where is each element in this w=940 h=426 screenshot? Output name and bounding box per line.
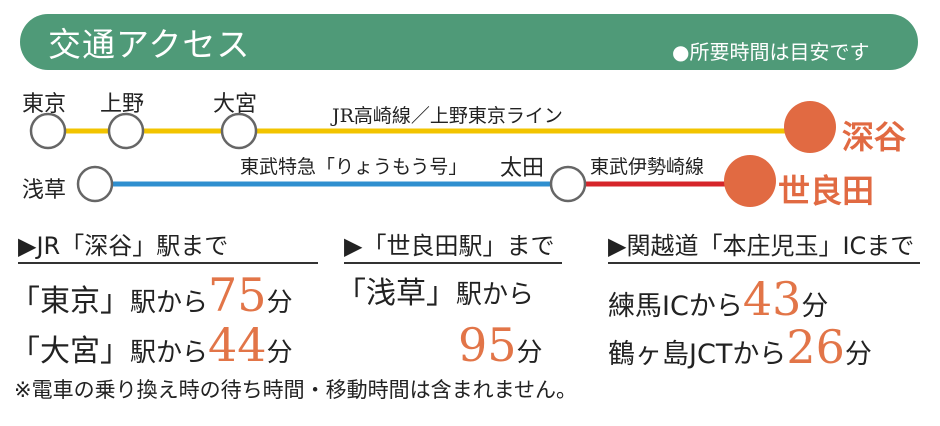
section-heading-honjo-kodama: ▶関越道「本庄児玉」ICまで bbox=[608, 232, 915, 260]
access-row-nerima: 練馬ICから43分 bbox=[608, 272, 828, 326]
station-label-ota: 太田 bbox=[500, 156, 545, 181]
line-label-tobu-express: 東武特急「りょうもう号」 bbox=[240, 156, 468, 178]
section-divider bbox=[608, 262, 920, 264]
origin-label: 「浅草」 bbox=[336, 276, 456, 311]
travel-minutes: 26 bbox=[786, 320, 845, 374]
destination-label-fukaya: 深谷 bbox=[842, 118, 907, 156]
minutes-unit: 分 bbox=[844, 339, 872, 370]
station-marker-tokyo bbox=[29, 112, 67, 150]
access-row-asakusa-time: 95分 bbox=[458, 318, 543, 372]
access-row-tokyo: 「東京」駅から75分 bbox=[10, 268, 293, 322]
origin-label: 「大宮」 bbox=[10, 334, 130, 369]
line-label-tobu-isesaki: 東武伊勢崎線 bbox=[590, 156, 705, 178]
section-divider bbox=[344, 262, 562, 264]
footnote: ※電車の乗り換え時の待ち時間・移動時間は含まれません。 bbox=[14, 378, 577, 402]
station-label-tokyo: 東京 bbox=[22, 92, 67, 117]
origin-label: 練馬IC bbox=[608, 291, 689, 322]
station-label-asakusa: 浅草 bbox=[22, 178, 67, 203]
from-label: 駅から bbox=[456, 280, 535, 310]
station-label-omiya: 大宮 bbox=[213, 92, 258, 117]
access-row-asakusa: 「浅草」駅から bbox=[336, 268, 534, 312]
minutes-unit: 分 bbox=[801, 291, 829, 322]
travel-minutes: 43 bbox=[742, 272, 802, 326]
travel-minutes: 95 bbox=[458, 318, 517, 372]
station-label-ueno: 上野 bbox=[100, 92, 145, 117]
travel-minutes: 75 bbox=[208, 268, 267, 322]
page-title: 交通アクセス bbox=[48, 25, 251, 64]
header-banner bbox=[20, 14, 918, 70]
station-marker-asakusa bbox=[76, 165, 114, 203]
section-heading-serada: ▶「世良田駅」まで bbox=[344, 232, 555, 260]
time-estimate-note: ●所要時間は目安です bbox=[672, 40, 870, 64]
from-label: から bbox=[688, 291, 743, 322]
from-label: 駅から bbox=[130, 288, 209, 318]
line-label-jr-takasaki: JR高崎線／上野東京ライン bbox=[332, 105, 563, 127]
access-row-tsurugashima: 鶴ヶ島JCTから26分 bbox=[608, 320, 872, 374]
destination-marker-serada bbox=[724, 155, 776, 207]
origin-label: 鶴ヶ島JCT bbox=[608, 339, 733, 370]
station-marker-omiya bbox=[220, 112, 258, 150]
section-heading-fukaya: ▶JR「深谷」駅まで bbox=[18, 232, 229, 260]
minutes-unit: 分 bbox=[516, 338, 543, 368]
origin-label: 「東京」 bbox=[10, 284, 130, 319]
route-map bbox=[29, 101, 836, 207]
minutes-unit: 分 bbox=[266, 288, 293, 318]
minutes-unit: 分 bbox=[266, 338, 293, 368]
station-marker-ueno bbox=[107, 112, 145, 150]
destination-marker-fukaya bbox=[784, 101, 836, 153]
destination-label-serada: 世良田 bbox=[778, 172, 875, 210]
from-label: 駅から bbox=[130, 338, 209, 368]
travel-minutes: 44 bbox=[208, 318, 267, 372]
from-label: から bbox=[732, 339, 787, 370]
section-divider bbox=[18, 262, 318, 264]
station-marker-ota bbox=[549, 165, 587, 203]
access-row-omiya: 「大宮」駅から44分 bbox=[10, 318, 293, 372]
